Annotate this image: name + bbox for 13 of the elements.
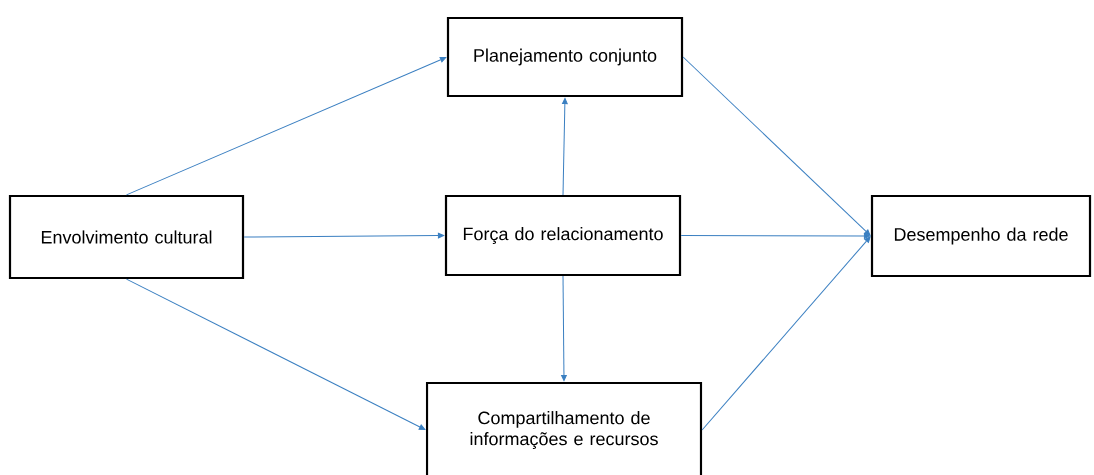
box: Força do relacionamento <box>444 194 682 277</box>
arrow <box>126 278 426 430</box>
arrow <box>680 233 871 239</box>
arrow <box>562 97 568 196</box>
box: Planejamento conjunto <box>446 16 684 98</box>
arrow <box>243 232 445 239</box>
arrow <box>561 275 567 382</box>
box: Desempenho da rede <box>870 194 1092 278</box>
box: Compartilhamento de informações e recursos <box>425 381 703 475</box>
box: Envolvimento cultural <box>8 194 245 280</box>
arrow <box>126 56 447 196</box>
arrow <box>701 236 871 431</box>
arrow <box>682 56 871 236</box>
